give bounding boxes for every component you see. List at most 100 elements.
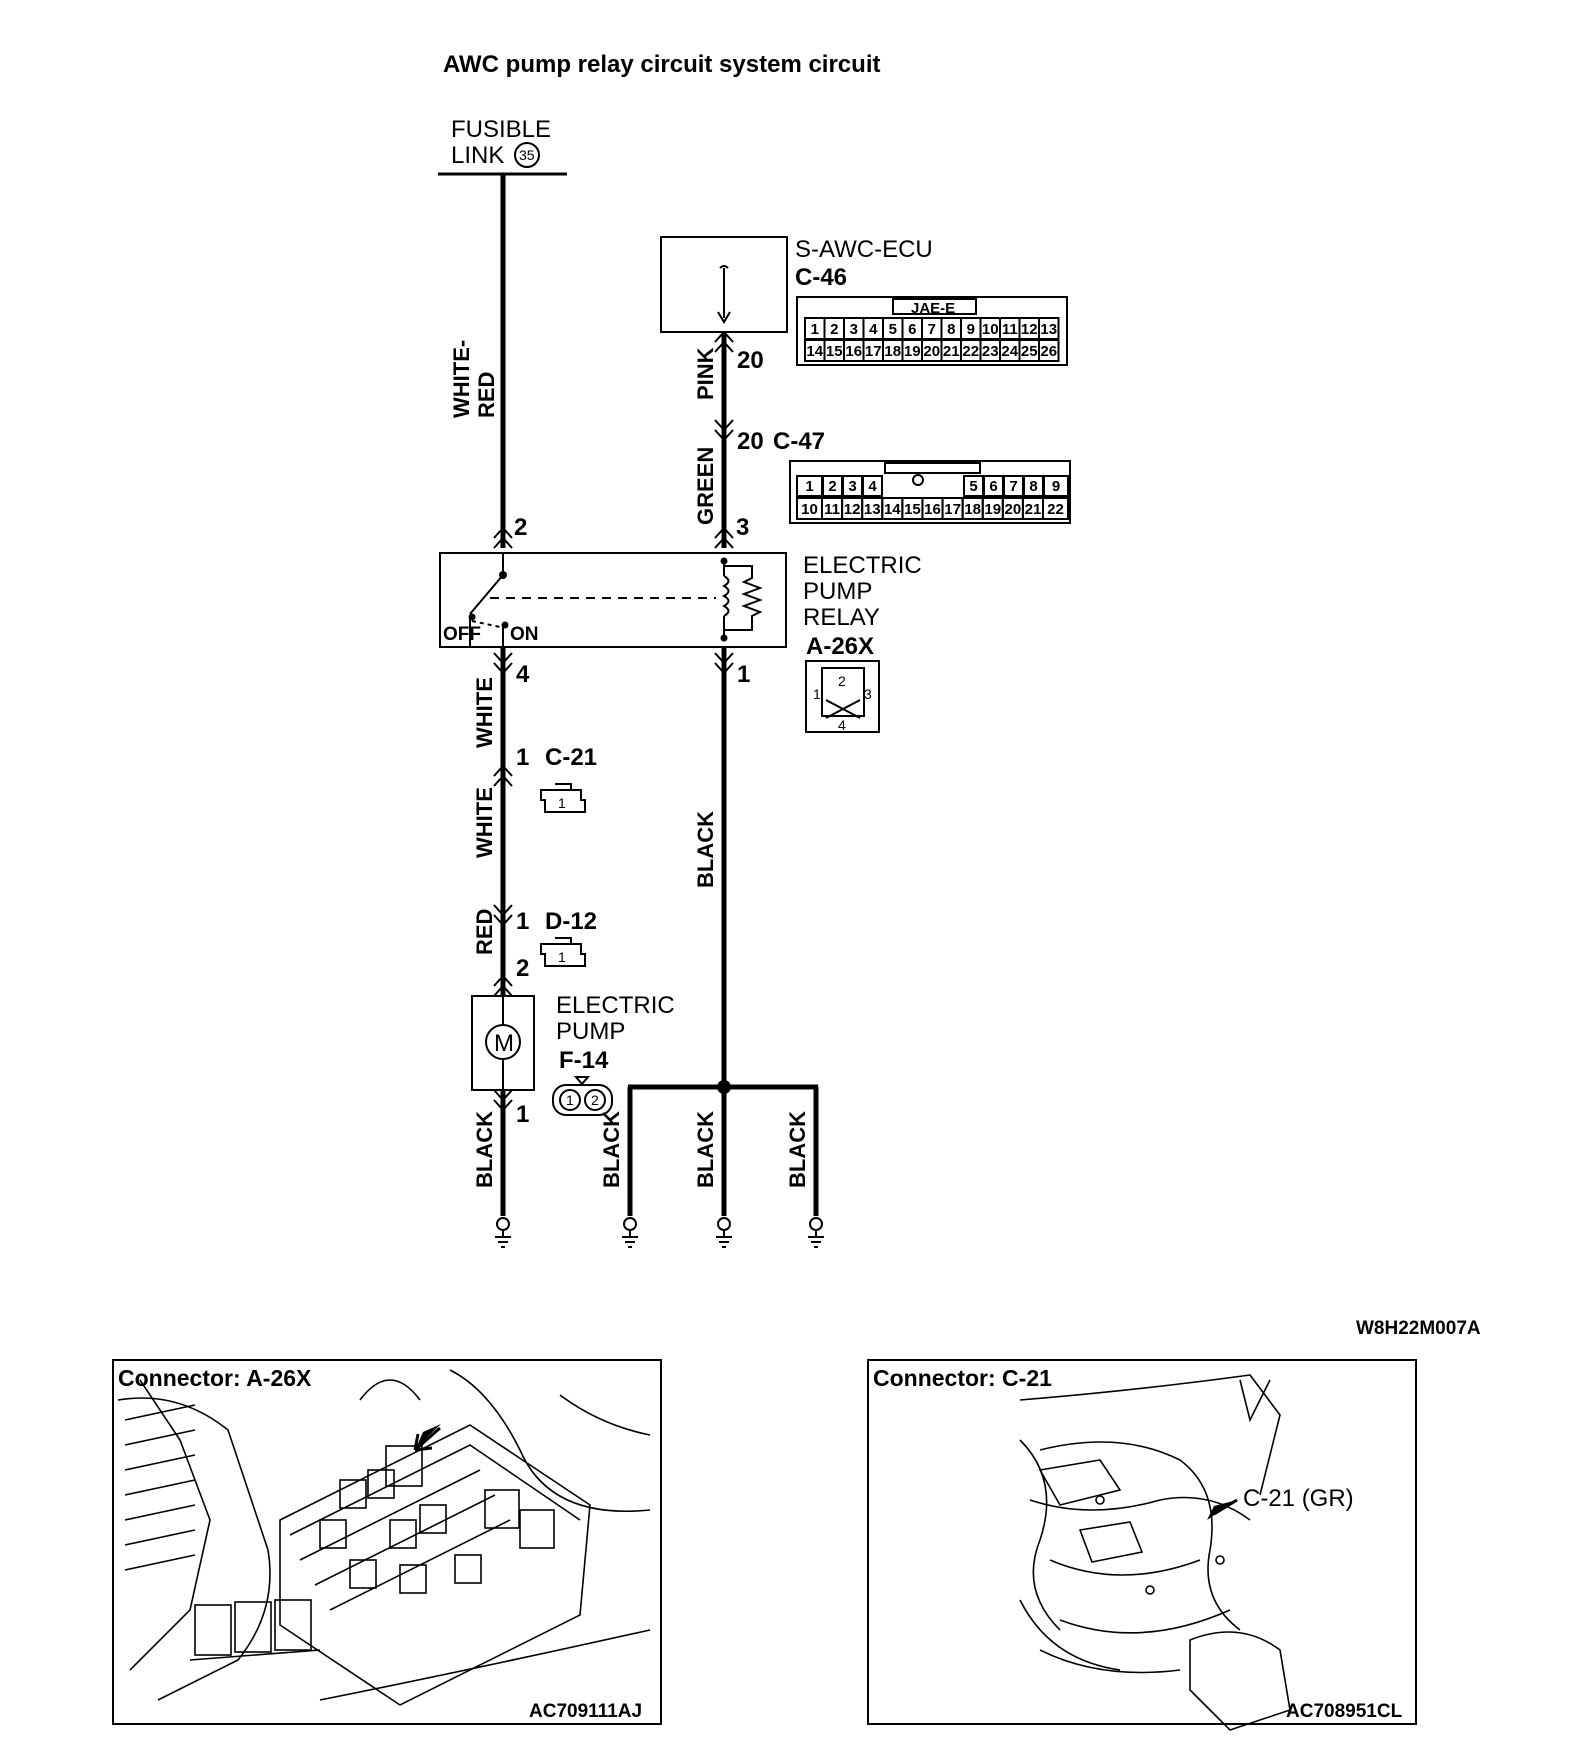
panel-c21-title: Connector: C-21	[873, 1365, 1052, 1391]
c46-pin-label: 6	[908, 321, 916, 338]
ecu-name: S-AWC-ECU	[795, 236, 933, 263]
c21-connector-face: 1	[540, 783, 586, 813]
panel-a26x-title: Connector: A-26X	[118, 1365, 312, 1391]
f14-pin-1-circle	[559, 1089, 581, 1111]
c47-pin-label: 11	[824, 501, 840, 518]
c46-type: JAE-E	[911, 300, 955, 317]
c46-pin-label: 19	[904, 343, 921, 360]
connector-mark-relay-4	[493, 652, 513, 675]
c21-callout: C-21 (GR)	[1243, 1485, 1354, 1512]
wire-label-white-a: WHITE	[472, 677, 497, 748]
relay-on-label: ON	[510, 624, 539, 645]
pin-relay-4: 4	[516, 661, 530, 688]
c47-pin-label: 21	[1025, 501, 1042, 518]
fusible-link-label-1: FUSIBLE	[451, 116, 551, 143]
f14-pin-1: 1	[566, 1092, 574, 1108]
panel-a26x-frame	[112, 1359, 662, 1725]
c46-pin-label: 24	[1001, 343, 1018, 360]
c47-pin-cell	[1042, 497, 1069, 520]
c46-pin-label: 3	[850, 321, 858, 338]
sketch-fuse-rows	[289, 1444, 581, 1611]
c47-pin-label: 19	[984, 501, 1001, 518]
a26x-outline	[805, 660, 880, 733]
relay-off-label: OFF	[443, 624, 481, 645]
pin-relay-3: 3	[736, 514, 749, 541]
connector-mark-relay-3	[714, 526, 734, 549]
sketch-relay-d	[389, 1519, 417, 1549]
c47-pin-label: 14	[884, 501, 901, 518]
sketch-relay-i	[484, 1489, 520, 1529]
c47-pin-label: 16	[924, 501, 941, 518]
c47-key	[884, 462, 981, 474]
f14-key	[573, 1076, 591, 1086]
sketch-relay-g	[399, 1564, 427, 1594]
c47-pin-label: 3	[848, 478, 856, 495]
ground-symbols	[495, 1217, 824, 1248]
d12-face-pin: 1	[558, 949, 566, 965]
fusible-link-label-2: LINK	[451, 142, 504, 169]
a26x-pin-3: 3	[864, 686, 872, 702]
connector-mark-c21	[493, 764, 513, 787]
d12-outline	[540, 937, 586, 967]
sketch-clip-3	[1215, 1555, 1225, 1565]
ecu-arrow-icon	[717, 311, 731, 324]
c47-pin-label: 6	[989, 478, 997, 495]
wire-label-black-g1: BLACK	[472, 1111, 497, 1188]
wire-label-black-g3: BLACK	[693, 1111, 718, 1188]
pin-c21-1: 1	[516, 744, 529, 771]
a26x-inner	[821, 667, 865, 717]
sketch-aux-relay-1	[194, 1604, 232, 1656]
f14-pin-2-circle	[584, 1089, 606, 1111]
connector-mark-c47-20	[714, 419, 734, 442]
c47-pin-label: 9	[1052, 478, 1060, 495]
ground-terminal-icon	[496, 1217, 510, 1231]
panel-c21: Connector: C-21 C-21 (GR) AC708951CL	[867, 1359, 1417, 1731]
c47-pin-label: 18	[964, 501, 981, 518]
ground-junction-node	[717, 1080, 731, 1094]
relay-connector-id: A-26X	[806, 633, 874, 660]
c47-pin-label: 15	[904, 501, 921, 518]
c47-locator-icon	[912, 474, 924, 486]
c47-pin-label: 8	[1029, 478, 1037, 495]
sketch-fuse-box	[279, 1424, 591, 1706]
panel-c21-code: AC708951CL	[1286, 1701, 1403, 1722]
sketch-relay-target	[385, 1445, 423, 1487]
pin-pump-1: 1	[516, 1101, 529, 1128]
c47-pin-cell	[862, 475, 883, 497]
wire-label-white-b: WHITE	[472, 787, 497, 858]
wire-label-white-red-2: RED	[474, 372, 499, 418]
c46-pin-label: 7	[928, 321, 936, 338]
ecu-connector-id: C-46	[795, 264, 847, 291]
dashboard-illustration	[1019, 1374, 1291, 1731]
sketch-relay-c	[319, 1519, 347, 1549]
relay-resistor-icon	[724, 565, 763, 631]
a26x-pin-2: 2	[838, 673, 846, 689]
sketch-relay-e	[419, 1504, 447, 1534]
c47-pin-label: 2	[828, 478, 836, 495]
c46-pin-label: 25	[1021, 343, 1038, 360]
pump-block: M	[471, 995, 535, 1091]
d12-connector-face: 1	[540, 937, 586, 967]
c47-pin-label: 7	[1009, 478, 1017, 495]
connector-mark-ecu-20	[714, 330, 734, 353]
c46-pin-cell	[1038, 339, 1060, 362]
sketch-harness-2	[1029, 1496, 1251, 1634]
pin-c47-20: 20	[737, 428, 764, 455]
wire-label-red: RED	[472, 909, 497, 955]
c46-pin-label: 9	[967, 321, 975, 338]
c47-pin-label: 17	[944, 501, 961, 518]
wire-label-green: GREEN	[693, 447, 718, 525]
c46-pin-label: 5	[889, 321, 897, 338]
sketch-brackets	[1038, 1459, 1144, 1563]
relay-name-3: RELAY	[803, 604, 880, 631]
c46-pin-label: 23	[982, 343, 999, 360]
panel-a26x-code: AC709111AJ	[529, 1701, 642, 1722]
relay-coil-icon	[721, 575, 730, 617]
c46-outline	[796, 296, 1068, 366]
c46-pin-label: 13	[1040, 321, 1057, 338]
c46-pin-label: 18	[884, 343, 901, 360]
sketch-grille	[124, 1404, 196, 1571]
c46-type-tab	[892, 298, 977, 315]
